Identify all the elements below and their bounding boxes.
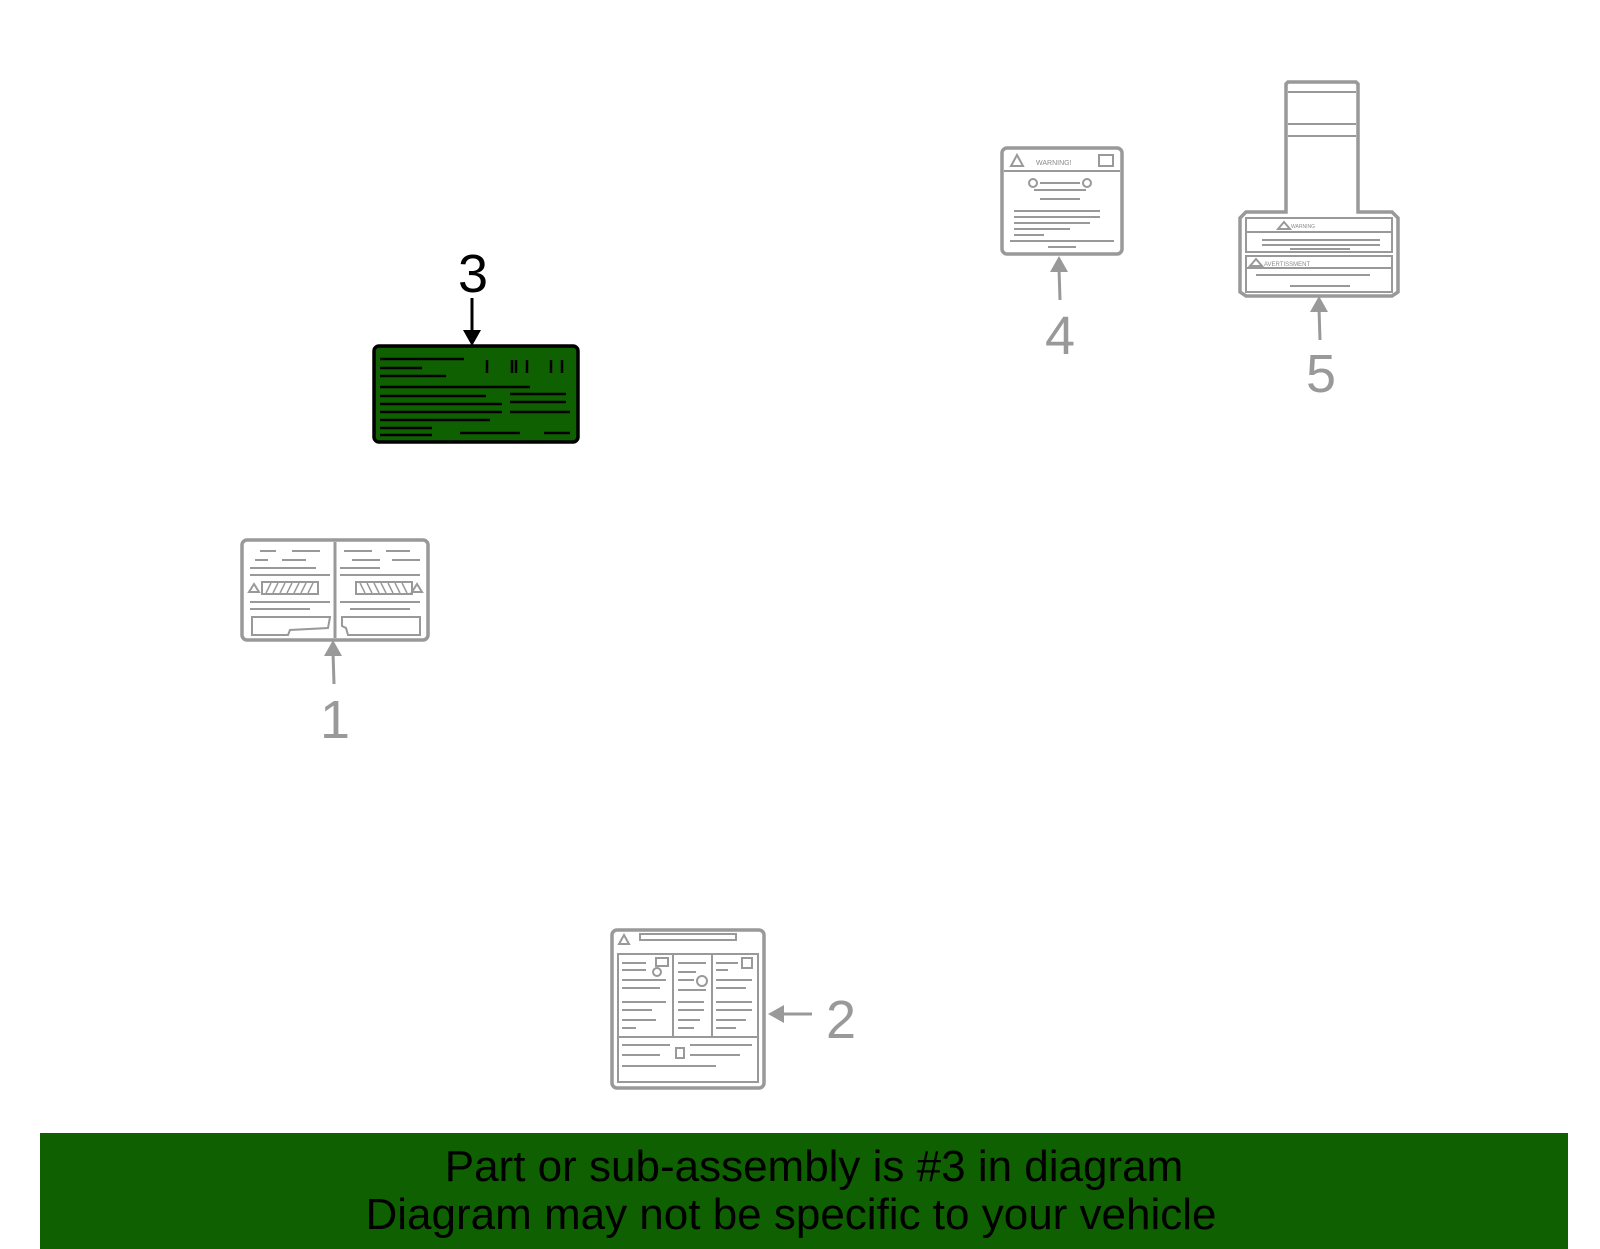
callout-arrow-3 [463, 298, 481, 346]
callout-arrow-4 [1050, 256, 1068, 301]
callout-number-1: 1 [320, 690, 350, 750]
avertissement-text: AVERTISSMENT [1264, 262, 1310, 268]
part-3-label[interactable] [372, 344, 580, 444]
callout-arrow-1 [324, 640, 342, 685]
parts-diagram: 3 [240, 80, 1400, 1090]
warning-small-text: WARNING [1291, 224, 1315, 230]
info-banner: Part or sub-assembly is #3 in diagram Di… [40, 1133, 1568, 1249]
part-1-label[interactable] [240, 538, 430, 642]
callout-number-4: 4 [1045, 306, 1075, 366]
callout-number-2: 2 [826, 990, 856, 1050]
part-4-label[interactable]: WARNING! [1000, 146, 1124, 256]
callout-arrow-2 [768, 1005, 812, 1023]
part-2-label[interactable] [610, 928, 766, 1090]
callout-arrow-5 [1310, 296, 1328, 341]
callout-number-5: 5 [1306, 344, 1336, 404]
callout-number-3: 3 [458, 244, 488, 304]
warning-caps-text: WARNING! [1036, 160, 1072, 167]
banner-line-1: Part or sub-assembly is #3 in diagram [444, 1142, 1184, 1191]
banner-line-2: Diagram may not be specific to your vehi… [365, 1190, 1217, 1239]
part-5-label[interactable]: WARNING AVERTISSMENT [1238, 80, 1400, 298]
